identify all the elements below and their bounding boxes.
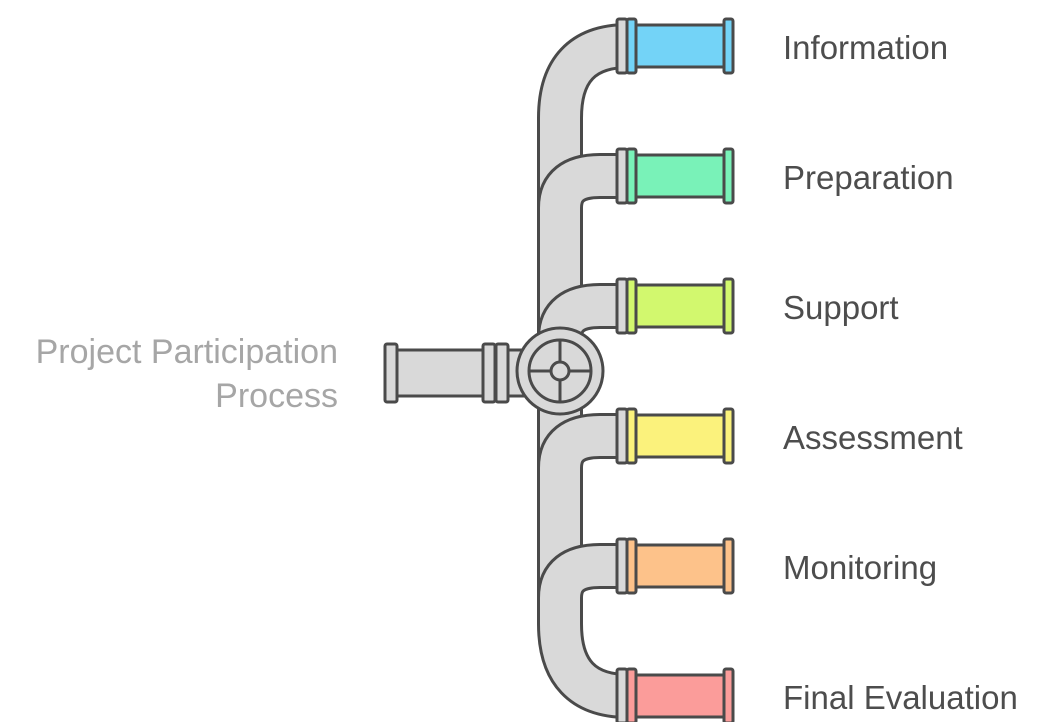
tee-pipe [540, 156, 628, 210]
source-label-line1: Project Participation [35, 333, 338, 371]
branch-label-information: Information [783, 29, 949, 66]
tee-pipe [540, 416, 628, 470]
branch-pipe-body [634, 283, 726, 329]
branch-flange-right [722, 277, 735, 335]
branch-pipes [615, 17, 735, 722]
branch-pipe-assessment [615, 407, 735, 465]
branch-pipe-support [615, 277, 735, 335]
branch-pipe-body [634, 673, 726, 719]
branch-pipe-body [634, 153, 726, 199]
source-label-line2: Process [215, 377, 338, 415]
branch-pipe-body [634, 543, 726, 589]
branch-pipe-information [615, 17, 735, 75]
branch-flange-right [722, 407, 735, 465]
branch-flange-right [722, 667, 735, 722]
branch-flange-right [722, 17, 735, 75]
branch-pipe-monitoring [615, 537, 735, 595]
branch-pipe-body [634, 413, 726, 459]
branch-label-monitoring: Monitoring [783, 549, 938, 586]
branch-pipe-body [634, 23, 726, 69]
branch-pipe-preparation [615, 147, 735, 205]
branch-pipe-final-evaluation [615, 667, 735, 722]
branch-label-assessment: Assessment [783, 419, 963, 456]
inlet-flange-mid-a [481, 342, 497, 404]
inlet-flange-left [383, 342, 399, 404]
source-label: Project Participation Process [36, 330, 338, 418]
branch-label-final-evaluation: Final Evaluation [783, 679, 1018, 716]
valve-hub [549, 360, 571, 382]
tee-pipe [540, 546, 628, 600]
branch-flange-right [722, 537, 735, 595]
branch-flange-right [722, 147, 735, 205]
branch-label-support: Support [783, 289, 899, 326]
branch-label-preparation: Preparation [783, 159, 954, 196]
valve-icon [515, 326, 605, 416]
inlet-flange-mid-b [494, 342, 510, 404]
